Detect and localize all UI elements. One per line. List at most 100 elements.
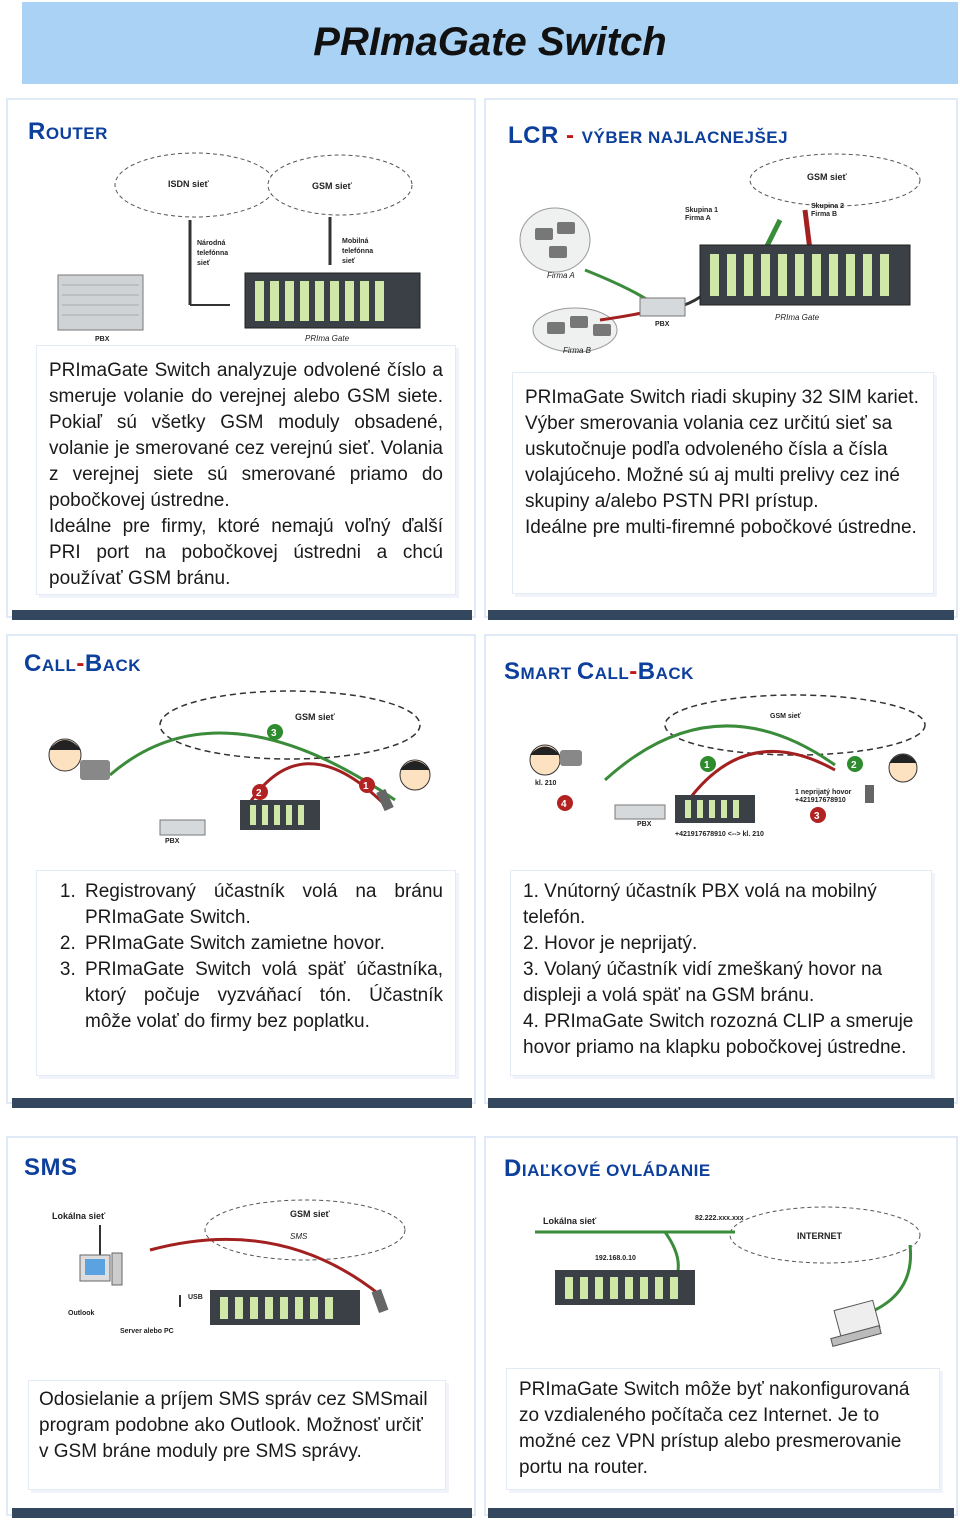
svg-text:2: 2 bbox=[256, 788, 262, 799]
svg-text:telefónna: telefónna bbox=[197, 250, 228, 257]
pc-icon: Outlook bbox=[68, 1252, 123, 1317]
smart-step-3: 3. Volaný účastník vidí zmeškaný hovor n… bbox=[523, 959, 883, 1006]
smart-text: 1. Vnútorný účastník PBX volá na mobilný… bbox=[510, 870, 932, 1076]
svg-text:Server alebo PC: Server alebo PC bbox=[120, 1328, 174, 1335]
svg-text:kl. 210: kl. 210 bbox=[535, 780, 557, 787]
lcr-text-1: PRImaGate Switch riadi skupiny 32 SIM ka… bbox=[525, 387, 919, 512]
lcr-text-2: Ideálne pre multi-firemné pobočkové ústr… bbox=[525, 517, 917, 538]
step-badges: 3 2 1 bbox=[252, 724, 375, 800]
callback-diagram: GSM sieť PBX 3 2 1 bbox=[48, 690, 431, 845]
page-title: PRImaGate Switch bbox=[313, 20, 667, 64]
sms-diagram: Lokálna sieť GSM sieť SMS Outlook USB Se… bbox=[52, 1199, 406, 1335]
lcr-pbx: PBX bbox=[639, 297, 686, 328]
sms-gate bbox=[210, 1290, 360, 1325]
router-text-1: PRImaGate Switch analyzuje odvolené čísl… bbox=[49, 360, 443, 511]
callback-shadowbar bbox=[12, 1098, 472, 1108]
svg-text:PBX: PBX bbox=[655, 321, 670, 328]
router-text: PRImaGate Switch analyzuje odvolené čísl… bbox=[36, 345, 456, 595]
callback-heading: CALL-BACK bbox=[24, 650, 142, 677]
router-text-2: Ideálne pre firmy, ktoré nemajú voľný ďa… bbox=[49, 516, 443, 589]
callback-step-1: Registrovaný účastník volá na bránu PRIm… bbox=[81, 879, 443, 931]
callback-steps: Registrovaný účastník volá na bránu PRIm… bbox=[45, 879, 443, 1035]
internal-person bbox=[529, 744, 582, 776]
mobile-person bbox=[376, 759, 431, 812]
firma-a-phones: Firma A bbox=[519, 207, 591, 280]
svg-text:Skupina 2: Skupina 2 bbox=[811, 203, 844, 210]
svg-text:PBX: PBX bbox=[95, 336, 110, 343]
svg-text:PRIma Gate: PRIma Gate bbox=[305, 334, 350, 343]
gate-device: PRIma Gate bbox=[244, 272, 421, 343]
svg-text:Národná: Národná bbox=[197, 240, 226, 247]
callback-gate: PBX bbox=[159, 800, 320, 845]
svg-text:sieť: sieť bbox=[197, 260, 211, 267]
smart-gate: PBX +421917678910 <--> kl. 210 bbox=[614, 795, 764, 838]
lcr-heading: LCR - VÝBER NAJLACNEJŠEJ bbox=[508, 122, 789, 149]
caller-person bbox=[48, 738, 110, 780]
svg-text:telefónna: telefónna bbox=[342, 248, 373, 255]
svg-text:GSM sieť: GSM sieť bbox=[770, 713, 802, 720]
svg-text:USB: USB bbox=[188, 1294, 203, 1301]
svg-text:3: 3 bbox=[271, 728, 277, 739]
remote-diagram: Lokálna sieť 82.222.xxx.xxx INTERNET 192… bbox=[535, 1206, 921, 1347]
svg-text:Lokálna sieť: Lokálna sieť bbox=[543, 1216, 597, 1226]
pbx-device: PBX bbox=[57, 274, 144, 343]
callback-text: Registrovaný účastník volá na bránu PRIm… bbox=[36, 870, 456, 1076]
svg-text:Outlook: Outlook bbox=[68, 1310, 95, 1317]
isdn-label: ISDN sieť bbox=[168, 179, 210, 189]
lcr-text: PRImaGate Switch riadi skupiny 32 SIM ka… bbox=[512, 372, 934, 594]
svg-text:Lokálna sieť: Lokálna sieť bbox=[52, 1211, 106, 1221]
svg-text:sieť: sieť bbox=[342, 258, 356, 265]
svg-text:1: 1 bbox=[704, 760, 710, 771]
lcr-diagram: GSM sieť Skupina 1 Firma A Skupina 2 Fir… bbox=[519, 153, 921, 355]
callback-step-3: PRImaGate Switch volá späť účastníka, kt… bbox=[81, 957, 443, 1035]
svg-text:Firma A: Firma A bbox=[547, 271, 575, 280]
gsm-label: GSM sieť bbox=[312, 181, 353, 191]
svg-text:SMS: SMS bbox=[290, 1232, 308, 1241]
firma-b-phones: Firma B bbox=[532, 307, 618, 355]
svg-text:Firma B: Firma B bbox=[563, 346, 592, 355]
mobile-person-2 bbox=[865, 753, 918, 803]
svg-text:Firma A: Firma A bbox=[685, 215, 711, 222]
isdn-cloud: ISDN sieť bbox=[114, 152, 276, 218]
svg-text:4: 4 bbox=[561, 799, 567, 810]
svg-text:82.222.xxx.xxx: 82.222.xxx.xxx bbox=[695, 1215, 744, 1222]
laptop-icon bbox=[830, 1299, 882, 1347]
svg-text:Mobilná: Mobilná bbox=[342, 238, 369, 245]
remote-heading: DIAĽKOVÉ OVLÁDANIE bbox=[504, 1155, 711, 1182]
svg-text:PBX: PBX bbox=[165, 838, 180, 845]
callback-step-2: PRImaGate Switch zamietne hovor. bbox=[81, 931, 443, 957]
router-diagram: ISDN sieť GSM sieť Národná telefónna sie… bbox=[57, 152, 421, 343]
smart-step-4: 4. PRImaGate Switch rozozná CLIP a smeru… bbox=[523, 1011, 914, 1058]
svg-text:Skupina 1: Skupina 1 bbox=[685, 207, 718, 214]
remote-description: PRImaGate Switch môže byť nakonfigurovan… bbox=[519, 1379, 910, 1478]
svg-text:GSM sieť: GSM sieť bbox=[290, 1209, 331, 1219]
sms-heading: SMS bbox=[24, 1154, 78, 1181]
lcr-gate: PRIma Gate bbox=[699, 244, 911, 322]
sms-text: Odosielanie a príjem SMS správ cez SMSma… bbox=[28, 1380, 446, 1490]
lcr-shadowbar bbox=[488, 610, 954, 620]
svg-text:PBX: PBX bbox=[637, 821, 652, 828]
remote-gate bbox=[555, 1270, 695, 1305]
sms-description: Odosielanie a príjem SMS správ cez SMSma… bbox=[39, 1389, 428, 1462]
smart-shadowbar bbox=[488, 1098, 954, 1108]
remote-shadowbar bbox=[488, 1508, 954, 1518]
svg-text:+421917678910: +421917678910 bbox=[795, 797, 846, 804]
svg-text:+421917678910 <--> kl. 210: +421917678910 <--> kl. 210 bbox=[675, 831, 764, 838]
svg-text:3: 3 bbox=[814, 811, 820, 822]
sms-shadowbar bbox=[12, 1508, 472, 1518]
svg-text:PRIma Gate: PRIma Gate bbox=[775, 313, 820, 322]
smart-diagram: GSM sieť kl. 210 PBX +421917678910 <--> … bbox=[529, 694, 926, 838]
smart-step-2: 2. Hovor je neprijatý. bbox=[523, 933, 698, 954]
svg-text:1 neprijatý hovor: 1 neprijatý hovor bbox=[795, 789, 852, 796]
gsm-cloud: GSM sieť bbox=[267, 154, 413, 216]
svg-text:GSM sieť: GSM sieť bbox=[807, 172, 848, 182]
svg-text:GSM sieť: GSM sieť bbox=[295, 712, 336, 722]
smart-step-badges: 1 2 3 4 bbox=[557, 756, 863, 823]
smart-heading: SMART CALL-BACK bbox=[504, 658, 694, 685]
svg-text:INTERNET: INTERNET bbox=[797, 1231, 843, 1241]
router-shadowbar bbox=[12, 610, 472, 620]
svg-text:192.168.0.10: 192.168.0.10 bbox=[595, 1255, 636, 1262]
svg-text:1: 1 bbox=[363, 781, 369, 792]
lcr-gsm-cloud: GSM sieť bbox=[749, 153, 921, 207]
svg-text:Firma B: Firma B bbox=[811, 211, 837, 218]
